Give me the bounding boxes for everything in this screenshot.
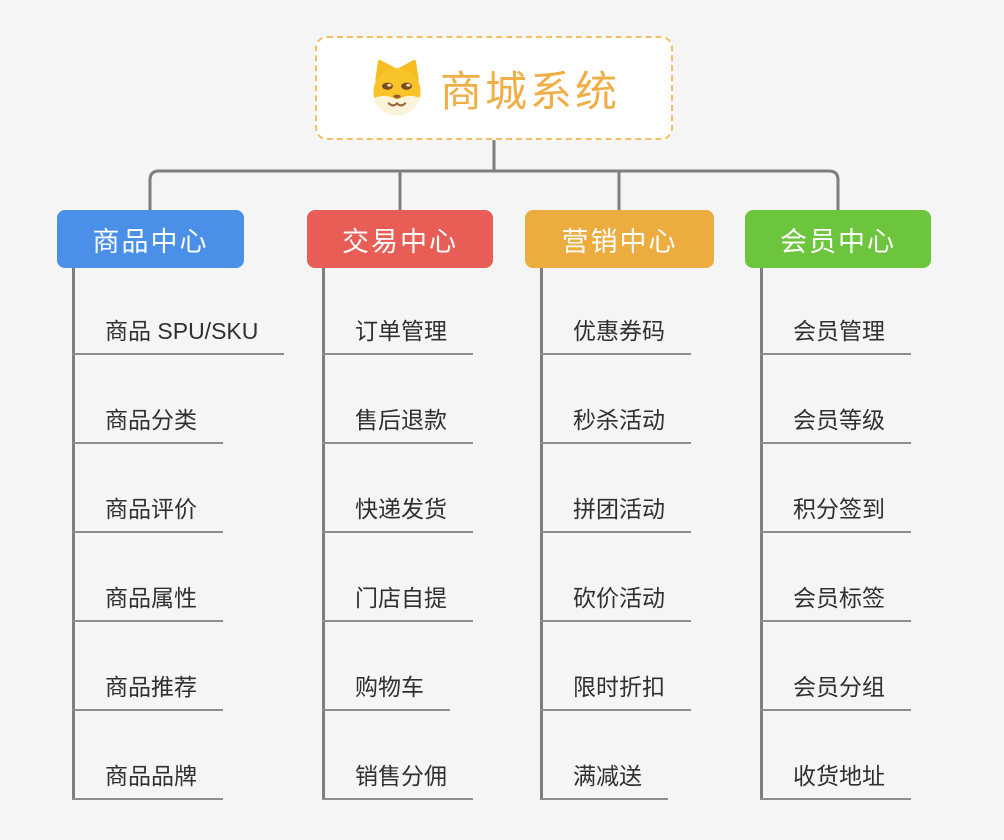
child-node[interactable]: 限时折扣	[540, 622, 691, 711]
child-node[interactable]: 优惠券码	[540, 268, 691, 355]
child-node[interactable]: 订单管理	[322, 268, 473, 355]
child-label: 销售分佣	[322, 757, 473, 800]
branch-node[interactable]: 营销中心	[525, 210, 714, 268]
child-node[interactable]: 商品 SPU/SKU	[72, 268, 285, 355]
child-label: 砍价活动	[540, 579, 691, 622]
child-label: 会员分组	[760, 668, 911, 711]
child-node[interactable]: 商品分类	[72, 355, 284, 444]
child-label: 商品 SPU/SKU	[72, 312, 285, 355]
child-node[interactable]: 门店自提	[322, 533, 473, 622]
child-label: 商品品牌	[72, 757, 223, 800]
child-label: 售后退款	[322, 401, 473, 444]
branch-children: 商品 SPU/SKU 商品分类 商品评价 商品属性 商品推荐 商品品牌	[72, 268, 285, 800]
branch-node[interactable]: 会员中心	[745, 210, 931, 268]
child-label: 会员标签	[760, 579, 911, 622]
child-node[interactable]: 收货地址	[760, 711, 911, 800]
branch-label: 商品中心	[92, 226, 209, 257]
child-node[interactable]: 拼团活动	[540, 444, 691, 533]
child-node[interactable]: 会员分组	[760, 622, 911, 711]
branch-trunk-line	[760, 268, 763, 800]
child-node[interactable]: 会员管理	[760, 268, 911, 355]
child-label: 优惠券码	[540, 312, 691, 355]
child-label: 购物车	[322, 668, 450, 711]
child-label: 快递发货	[322, 490, 473, 533]
child-label: 秒杀活动	[540, 401, 691, 444]
child-label: 商品评价	[72, 490, 223, 533]
child-node[interactable]: 商品属性	[72, 533, 284, 622]
branch-column: 商品中心 商品 SPU/SKU 商品分类 商品评价 商品属性 商品推荐 商品品牌	[57, 210, 285, 820]
child-node[interactable]: 商品推荐	[72, 622, 284, 711]
child-node[interactable]: 购物车	[322, 622, 473, 711]
branch-children: 订单管理 售后退款 快递发货 门店自提 购物车 销售分佣	[322, 268, 473, 800]
child-label: 拼团活动	[540, 490, 691, 533]
branch-column: 会员中心 会员管理 会员等级 积分签到 会员标签 会员分组 收货地址	[745, 210, 931, 820]
branch-children: 会员管理 会员等级 积分签到 会员标签 会员分组 收货地址	[760, 268, 911, 800]
child-node[interactable]: 砍价活动	[540, 533, 691, 622]
branch-trunk-line	[540, 268, 543, 800]
child-node[interactable]: 满减送	[540, 711, 691, 800]
child-label: 限时折扣	[540, 668, 691, 711]
child-node[interactable]: 商品品牌	[72, 711, 284, 800]
child-label: 会员等级	[760, 401, 911, 444]
branch-trunk-line	[322, 268, 325, 800]
child-label: 收货地址	[760, 757, 911, 800]
root-node[interactable]: 商城系统	[315, 36, 673, 140]
child-node[interactable]: 快递发货	[322, 444, 473, 533]
child-label: 商品推荐	[72, 668, 223, 711]
child-node[interactable]: 积分签到	[760, 444, 911, 533]
child-label: 商品属性	[72, 579, 223, 622]
child-node[interactable]: 会员标签	[760, 533, 911, 622]
branch-column: 营销中心 优惠券码 秒杀活动 拼团活动 砍价活动 限时折扣 满减送	[525, 210, 714, 820]
child-node[interactable]: 售后退款	[322, 355, 473, 444]
dog-face-icon	[373, 59, 421, 116]
child-label: 满减送	[540, 757, 668, 800]
child-node[interactable]: 商品评价	[72, 444, 284, 533]
child-label: 会员管理	[760, 312, 911, 355]
branch-label: 交易中心	[342, 226, 458, 257]
branch-children: 优惠券码 秒杀活动 拼团活动 砍价活动 限时折扣 满减送	[540, 268, 691, 800]
child-label: 商品分类	[72, 401, 223, 444]
child-node[interactable]: 秒杀活动	[540, 355, 691, 444]
branch-trunk-line	[72, 268, 75, 800]
branch-label: 会员中心	[780, 226, 896, 257]
child-node[interactable]: 销售分佣	[322, 711, 473, 800]
root-title: 商城系统	[439, 67, 620, 115]
child-node[interactable]: 会员等级	[760, 355, 911, 444]
branch-node[interactable]: 商品中心	[57, 210, 244, 268]
child-label: 门店自提	[322, 579, 473, 622]
branch-column: 交易中心 订单管理 售后退款 快递发货 门店自提 购物车 销售分佣	[307, 210, 493, 820]
child-label: 订单管理	[322, 312, 473, 355]
child-label: 积分签到	[760, 490, 911, 533]
branch-node[interactable]: 交易中心	[307, 210, 493, 268]
branch-label: 营销中心	[561, 226, 678, 257]
